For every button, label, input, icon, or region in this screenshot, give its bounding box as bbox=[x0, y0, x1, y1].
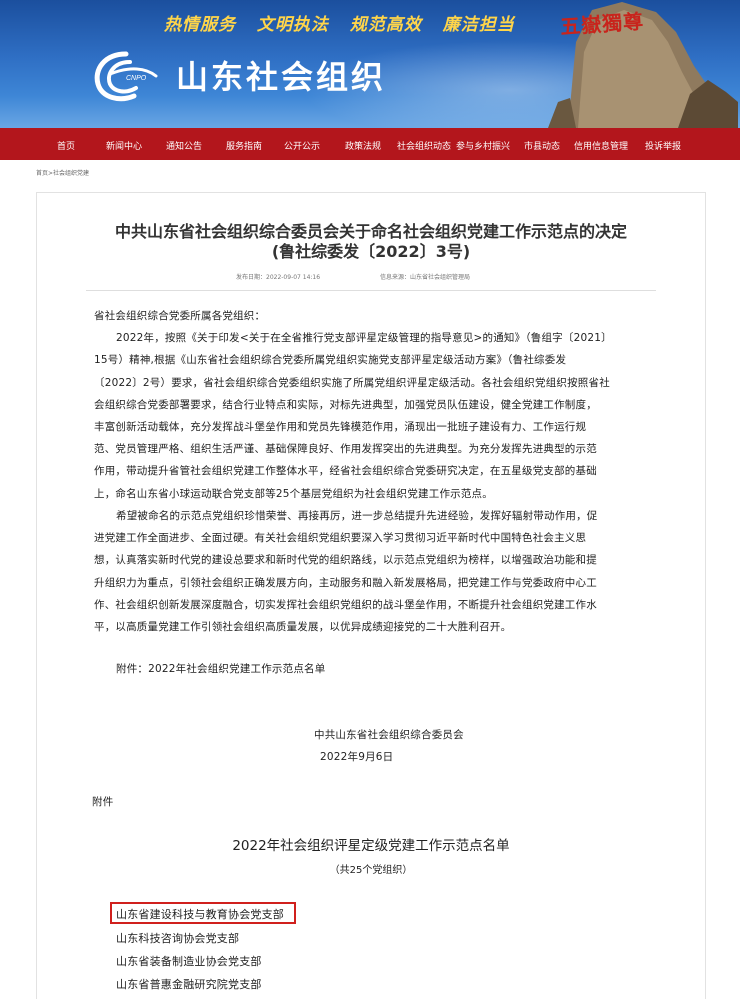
nav-item-home[interactable]: 首页 bbox=[57, 142, 76, 152]
nav-item-city-county[interactable]: 市县动态 bbox=[524, 142, 561, 152]
nav-item-org-dynamics[interactable]: 社会组织动态 bbox=[397, 142, 452, 152]
list-title: 2022年社会组织评星定级党建工作示范点名单 bbox=[232, 838, 510, 854]
highlight-box bbox=[110, 902, 296, 924]
publish-date: 发布日期：2022-09-07 14:16 bbox=[236, 274, 321, 281]
article-doc-number: (鲁社综委发〔2022〕3号) bbox=[271, 242, 471, 261]
list-item: 山东省普惠金融研究院党支部 bbox=[116, 978, 262, 991]
p1-line: 〔2022〕2号）要求，省社会组织综合党委组织实施了所属党组织评星定级活动。各社… bbox=[94, 377, 610, 389]
attachment-label: 附件 bbox=[92, 796, 114, 808]
article-title: 中共山东省社会组织综合委员会关于命名社会组织党建工作示范点的决定 bbox=[114, 222, 627, 241]
main-nav: 首页 新闻中心 通知公告 服务指南 公开公示 政策法规 社会组织动态 参与乡村振… bbox=[0, 128, 740, 160]
nav-item-credit-info[interactable]: 信用信息管理 bbox=[574, 142, 629, 152]
banner-slogan: 热情服务 文明执法 规范高效 廉洁担当 bbox=[164, 10, 529, 35]
list-item: 山东科技咨询协会党支部 bbox=[116, 932, 240, 945]
slogan-3: 规范高效 bbox=[349, 15, 422, 35]
attachment-note[interactable]: 附件：2022年社会组织党建工作示范点名单 bbox=[116, 663, 326, 675]
slogan-2: 文明执法 bbox=[256, 15, 329, 35]
site-banner: 热情服务 文明执法 规范高效 廉洁担当 CNPO 山东社会组织 五嶽獨尊 bbox=[0, 0, 740, 128]
nav-item-service-guide[interactable]: 服务指南 bbox=[226, 142, 263, 152]
article-meta: 发布日期：2022-09-07 14:16 信息来源：山东省社会组织管理局 bbox=[236, 272, 528, 281]
breadcrumb[interactable]: 首页>社会组织党建 bbox=[36, 170, 90, 177]
p1-line: 作用，带动提升省管社会组织党建工作整体水平，经省社会组织综合党委研究决定，在五星… bbox=[94, 465, 597, 477]
p2-line: 进党建工作全面进步、全面过硬。有关社会组织党组织要深入学习贯彻习近平新时代中国特… bbox=[94, 532, 587, 544]
p1-line: 15号）精神,根据《山东省社会组织综合党委所属党组织实施党支部评星定级活动方案》… bbox=[94, 354, 567, 366]
article-panel bbox=[36, 192, 706, 999]
rock-inscription: 五嶽獨尊 bbox=[559, 9, 645, 39]
p1-line: 2022年，按照《关于印发<关于在全省推行党支部评星定级管理的指导意见>的通知》… bbox=[116, 332, 612, 344]
p2-line: 作、社会组织创新发展深度融合，切实发挥社会组织党组织的战斗堡垒作用，不断提升社会… bbox=[94, 599, 597, 611]
p2-line: 平，以高质量党建工作引领社会组织高质量发展，以优异成绩迎接党的二十大胜利召开。 bbox=[94, 621, 512, 633]
salutation: 省社会组织综合党委所属各党组织： bbox=[94, 310, 266, 322]
list-subtitle: （共25个党组织） bbox=[329, 865, 413, 876]
p1-line: 会组织综合党委部署要求，结合行业特点和实际，对标先进典型，加强党员队伍建设，健全… bbox=[94, 399, 597, 411]
nav-item-rural-revitalization[interactable]: 参与乡村振兴 bbox=[456, 142, 511, 152]
title-divider bbox=[86, 290, 656, 291]
p1-line: 范、党员管理严格、组织生活严谨、基础保障良好、作用发挥突出的先进典型。为充分发挥… bbox=[94, 443, 597, 455]
nav-item-notices[interactable]: 通知公告 bbox=[166, 142, 203, 152]
signature-org: 中共山东省社会组织综合委员会 bbox=[314, 729, 464, 741]
nav-item-public-notice[interactable]: 公开公示 bbox=[284, 142, 321, 152]
nav-item-news[interactable]: 新闻中心 bbox=[106, 142, 143, 152]
logo-text: CNPO bbox=[126, 75, 147, 82]
mount-tai-rock-image bbox=[548, 2, 738, 128]
slogan-1: 热情服务 bbox=[164, 15, 236, 35]
nav-item-policies[interactable]: 政策法规 bbox=[345, 142, 382, 152]
nav-item-complaints[interactable]: 投诉举报 bbox=[645, 142, 682, 152]
p2-line: 想，认真落实新时代党的建设总要求和新时代党的组织路线，以示范点党组织为榜样，以增… bbox=[94, 554, 597, 566]
cnpo-logo-icon[interactable]: CNPO bbox=[90, 48, 162, 104]
p1-line: 上，命名山东省小球运动联合党支部等25个基层党组织为社会组织党建工作示范点。 bbox=[94, 488, 493, 500]
list-item: 山东省建设科技与教育协会党支部 bbox=[116, 908, 284, 921]
p2-line: 升组织力为重点，引领社会组织正确发展方向，主动服务和融入新发展格局，把党建工作与… bbox=[94, 577, 597, 589]
p2-line: 希望被命名的示范点党组织珍惜荣誉、再接再厉，进一步总结提升先进经验，发挥好辐射带… bbox=[116, 510, 598, 522]
p1-line: 丰富创新活动载体，充分发挥战斗堡垒作用和党员先锋模范作用，涌现出一批班子建设有力… bbox=[94, 421, 587, 433]
list-item: 山东省装备制造业协会党支部 bbox=[116, 955, 262, 968]
slogan-4: 廉洁担当 bbox=[442, 15, 515, 35]
signature-date: 2022年9月6日 bbox=[320, 751, 394, 763]
info-source: 信息来源：山东省社会组织管理局 bbox=[380, 274, 471, 281]
site-name[interactable]: 山东社会组织 bbox=[176, 58, 387, 96]
